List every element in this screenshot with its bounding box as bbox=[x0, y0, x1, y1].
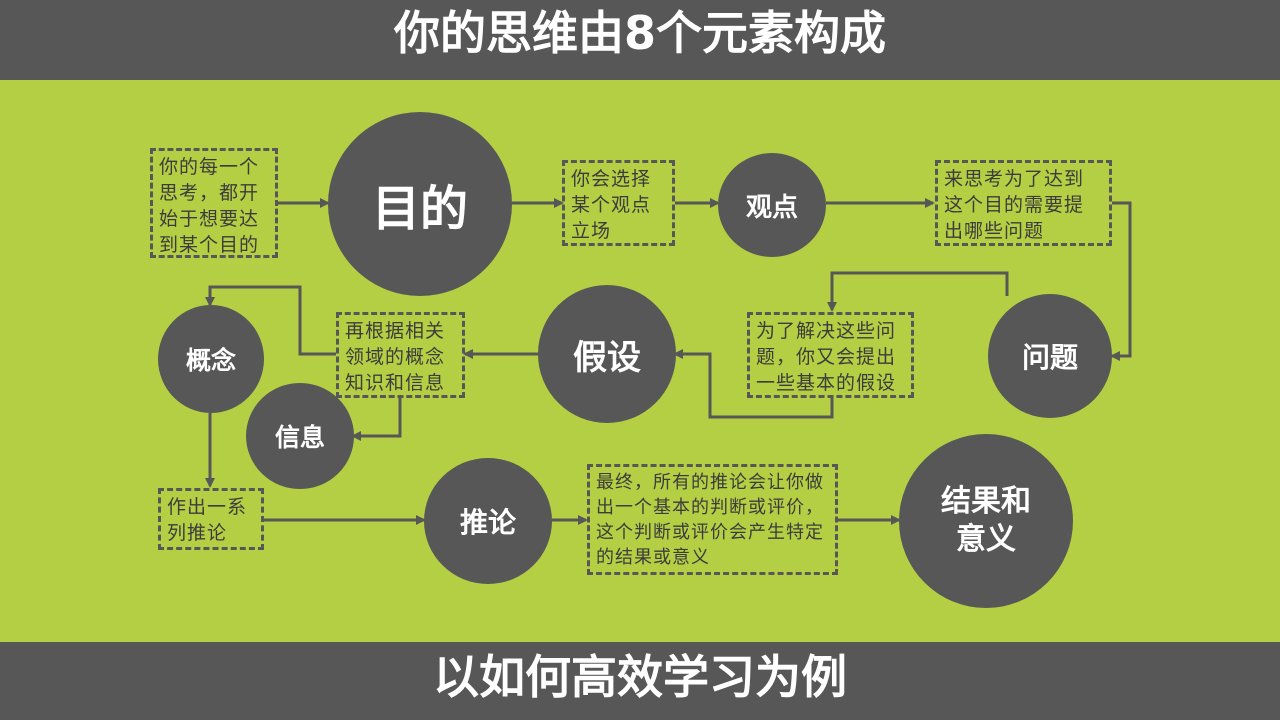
node-inference-label: 推论 bbox=[459, 506, 516, 539]
arrow-note-to-assumption bbox=[673, 349, 834, 419]
note-inference: 作出一系列推论 bbox=[158, 488, 264, 550]
note-viewpoint: 你会选择某个观点立场 bbox=[562, 160, 675, 246]
arrow-note-to-concept bbox=[205, 285, 336, 356]
arrow-note-to-question bbox=[1110, 201, 1132, 361]
note-inference-text: 作出一系列推论 bbox=[167, 496, 248, 544]
note-viewpoint-text: 你会选择某个观点立场 bbox=[571, 168, 652, 242]
node-question-label: 问题 bbox=[1021, 341, 1078, 374]
node-implication: 结果和意义 bbox=[899, 434, 1073, 608]
node-assumption-label: 假设 bbox=[573, 337, 641, 378]
note-question: 来思考为了达到这个目的需要提出哪些问题 bbox=[935, 160, 1112, 246]
node-viewpoint: 观点 bbox=[718, 153, 826, 257]
node-assumption: 假设 bbox=[538, 285, 676, 423]
node-purpose-label: 目的 bbox=[371, 181, 468, 237]
note-concept: 再根据相关领域的概念知识和信息 bbox=[336, 312, 465, 398]
connectors bbox=[205, 198, 1132, 525]
note-purpose: 你的每一个思考，都开始于想要达到某个目的 bbox=[150, 148, 278, 258]
note-concept-text: 再根据相关领域的概念知识和信息 bbox=[345, 320, 446, 394]
node-question: 问题 bbox=[988, 294, 1112, 418]
note-implication-text: 最终，所有的推论会让你做出一个基本的判断或评价，这个判断或评价会产生特定的结果或… bbox=[596, 472, 824, 568]
node-implication-label: 结果和意义 bbox=[941, 484, 1031, 557]
arrow-question-to-note bbox=[827, 271, 1009, 312]
title-bar: 你的思维由8个元素构成 bbox=[0, 0, 1280, 80]
diagram-canvas: 目的 观点 问题 假设 概念 信息 推论 结果和意义 你的每一个思考，都开始于想… bbox=[0, 80, 1280, 642]
note-assumption-text: 为了解决这些问题，你又会提出一些基本的假设 bbox=[756, 320, 897, 394]
note-assumption: 为了解决这些问题，你又会提出一些基本的假设 bbox=[747, 312, 914, 398]
page-subtitle: 以如何高效学习为例 bbox=[433, 650, 847, 704]
node-information-label: 信息 bbox=[274, 423, 325, 452]
node-inference: 推论 bbox=[424, 458, 552, 584]
node-purpose: 目的 bbox=[328, 112, 512, 296]
node-concept: 概念 bbox=[158, 305, 264, 413]
node-viewpoint-label: 观点 bbox=[745, 192, 798, 223]
subtitle-bar: 以如何高效学习为例 bbox=[0, 642, 1280, 720]
note-question-text: 来思考为了达到这个目的需要提出哪些问题 bbox=[944, 168, 1085, 242]
node-concept-label: 概念 bbox=[185, 346, 236, 375]
arrow-note-to-information bbox=[351, 397, 402, 441]
note-purpose-text: 你的每一个思考，都开始于想要达到某个目的 bbox=[159, 156, 260, 256]
note-implication: 最终，所有的推论会让你做出一个基本的判断或评价，这个判断或评价会产生特定的结果或… bbox=[587, 464, 838, 575]
page-title: 你的思维由8个元素构成 bbox=[393, 6, 886, 60]
node-information: 信息 bbox=[246, 383, 354, 489]
